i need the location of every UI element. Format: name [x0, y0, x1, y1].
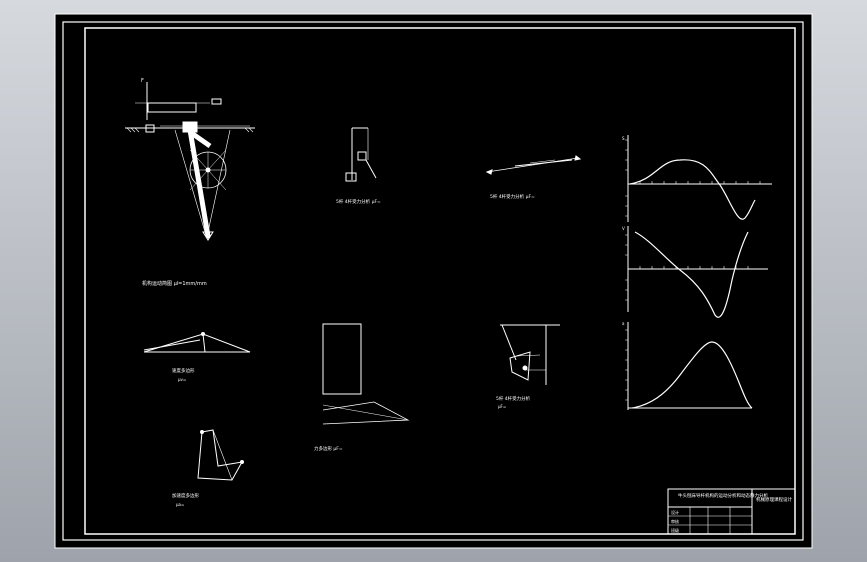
force-diagram-3 — [500, 324, 560, 385]
displacement-graph — [625, 135, 772, 222]
graph-bottom-label: a — [622, 321, 625, 326]
inner-border — [84, 27, 796, 535]
graph-top-label: S — [622, 136, 625, 141]
outer-border — [62, 21, 804, 541]
force-diagram-1 — [345, 127, 377, 182]
force-scale-3: μF= — [498, 404, 506, 409]
velocity-polygon — [143, 332, 251, 353]
title-block-drawing-title: 机械原理课程设计 — [756, 496, 792, 503]
title-block-project: 牛头刨床导杆机构的运动分析和动态静力分析 — [678, 492, 768, 499]
mechanism-caption: 机构运动简图 μl=1mm/mm — [142, 280, 207, 287]
force-diagram-2 — [485, 155, 582, 175]
mechanism-sketch: F — [125, 78, 255, 241]
acceleration-graph — [625, 322, 753, 410]
acceleration-polygon — [197, 429, 244, 481]
svg-text:F: F — [141, 78, 144, 84]
force-caption-3: 5杆 4杆受力分析 — [496, 395, 531, 402]
title-block — [667, 488, 796, 535]
velocity-scale: μv= — [178, 377, 186, 382]
force-caption-1: 5杆 4杆受力分析 μF= — [336, 198, 381, 205]
graph-middle-label: V — [622, 226, 625, 231]
acceleration-scale: μa= — [176, 502, 184, 507]
force-polygon — [322, 323, 410, 425]
title-block-row-2: 审核 — [671, 518, 679, 524]
force-caption-2: 5杆 4杆受力分析 μF= — [490, 193, 535, 200]
acceleration-caption: 加速度多边形 — [172, 492, 199, 499]
title-block-row-1: 设计 — [671, 509, 679, 515]
title-block-row-3: 班级 — [671, 527, 679, 533]
velocity-graph — [625, 226, 768, 318]
velocity-caption: 速度多边形 — [172, 367, 195, 374]
force-polygon-caption: 力多边形 μF= — [314, 445, 343, 452]
